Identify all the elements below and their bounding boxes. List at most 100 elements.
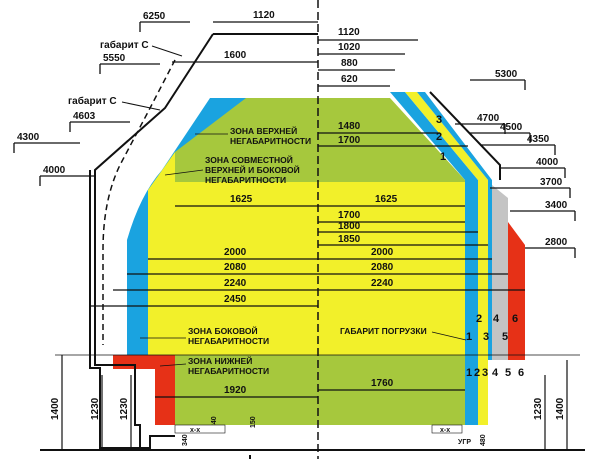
height-4500-label: 4500 [500,122,523,133]
gabarit-c-labels: габарит С габарит С [68,39,183,111]
height-5300: 5300 [470,69,526,90]
vdim-340-b: 340 [211,416,218,428]
height-4603-label: 4603 [73,111,96,122]
height-5300-label: 5300 [495,69,518,80]
degree-2-mid: 2 [476,313,482,325]
vdim-150: 150 [250,416,257,428]
bottom-marks: x-x x-x УГР [174,424,471,459]
height-4300: 4300 [13,132,80,153]
xx-left: x-x [190,427,200,434]
vertical-dimension-texts: 1400 1230 1230 1230 1400 340 340 150 480 [50,397,566,446]
degree-4-low: 4 [492,367,499,379]
yellow-zone-left [148,152,175,355]
degree-1-low: 1 [466,367,472,379]
dim-1120-left: 1120 [253,10,275,21]
height-4300-label: 4300 [17,132,40,143]
zone-upper-line1: ЗОНА ВЕРХНЕЙ [230,125,297,136]
degree-1-mid: 1 [466,331,472,343]
right-stripe-red [508,222,525,360]
degree-3-low: 3 [482,367,488,379]
degree-6-mid: 6 [512,313,518,325]
degree-3-top: 3 [436,114,442,126]
dim-1625-left: 1625 [230,194,253,205]
dashed-outline [102,59,176,345]
height-2800: 2800 [525,237,576,258]
dim-2000-right: 2000 [371,247,394,258]
zone-combined-line3: НЕГАБАРИТНОСТИ [205,175,286,185]
dim-1120-right: 1120 [338,27,360,38]
height-4700: 4700 [455,113,506,134]
zone-combined-line2: ВЕРХНЕЙ И БОКОВОЙ [205,164,300,175]
vdim-1400-right: 1400 [555,397,566,420]
right-outline [429,91,501,180]
dim-1700-top: 1700 [338,135,361,146]
degree-2-top: 2 [436,131,442,143]
degree-2-low: 2 [474,367,480,379]
dim-1800: 1800 [338,221,361,232]
dim-880: 880 [341,58,358,69]
degree-4-mid: 4 [493,313,500,325]
dim-2240-left: 2240 [224,278,247,289]
height-4500: 4500 [470,122,531,143]
height-3700-label: 3700 [540,177,563,188]
gabarit-c-outline [94,33,318,450]
yellow-zone-body [175,182,465,355]
dim-1600: 1600 [224,50,247,61]
degree-5-mid: 5 [502,331,508,343]
vdim-1230-left-a: 1230 [90,397,101,420]
height-2800-label: 2800 [545,237,568,248]
dim-2080-left: 2080 [224,262,247,273]
height-6250-label: 6250 [143,11,166,22]
height-4000-left-label: 4000 [43,165,66,176]
height-4350-label: 4350 [527,134,550,145]
dim-1480: 1480 [338,121,361,132]
right-stripe-blue2 [417,92,492,360]
dim-2450: 2450 [224,294,247,305]
vdim-1400-left: 1400 [50,397,61,420]
height-3400: 3400 [510,200,576,221]
dim-1020: 1020 [338,42,361,53]
zone-side-line1: ЗОНА БОКОВОЙ [188,325,258,336]
height-4350: 4350 [480,134,556,155]
dim-2080-right: 2080 [371,262,394,273]
height-4000-right-label: 4000 [536,157,559,168]
zone-lower-line2: НЕГАБАРИТНОСТИ [188,366,269,376]
inner-outline [89,170,175,449]
degree-5-low: 5 [505,367,511,379]
dim-2000-left: 2000 [224,247,247,258]
vdim-1230-right: 1230 [533,397,544,420]
height-3700: 3700 [490,177,571,198]
zone-loading-label: ГАБАРИТ ПОГРУЗКИ [340,326,427,336]
height-6250: 6250 [139,11,190,32]
degree-1-top: 1 [440,151,446,163]
vdim-480: 480 [480,434,487,446]
height-5550-label: 5550 [103,53,126,64]
gabarit-c-top: габарит С [100,39,149,51]
dim-620: 620 [341,74,358,85]
red-zone-left [113,355,175,369]
right-stripe-gray [492,185,508,360]
zone-side-line2: НЕГАБАРИТНОСТИ [188,336,269,346]
height-4700-label: 4700 [477,113,500,124]
outline-lines [89,33,501,450]
vertical-dimension-lines [55,354,580,450]
dimension-texts: 1120 1120 1020 1600 880 620 1480 1700 16… [224,10,398,396]
dim-1700: 1700 [338,210,361,221]
dim-2240-right: 2240 [371,278,394,289]
height-labels: 6250 5550 4603 4300 4000 5300 [13,11,576,258]
height-4603: 4603 [69,111,130,132]
degree-3-mid: 3 [483,331,489,343]
xx-right: x-x [440,427,450,434]
right-stripe-blue [390,92,478,425]
ugr-label: УГР [458,439,471,446]
height-4000-right: 4000 [500,157,566,178]
dimension-lines [90,21,525,398]
dim-1625-right: 1625 [375,194,398,205]
vdim-1230-left-b: 1230 [119,397,130,420]
dim-1850: 1850 [338,234,361,245]
